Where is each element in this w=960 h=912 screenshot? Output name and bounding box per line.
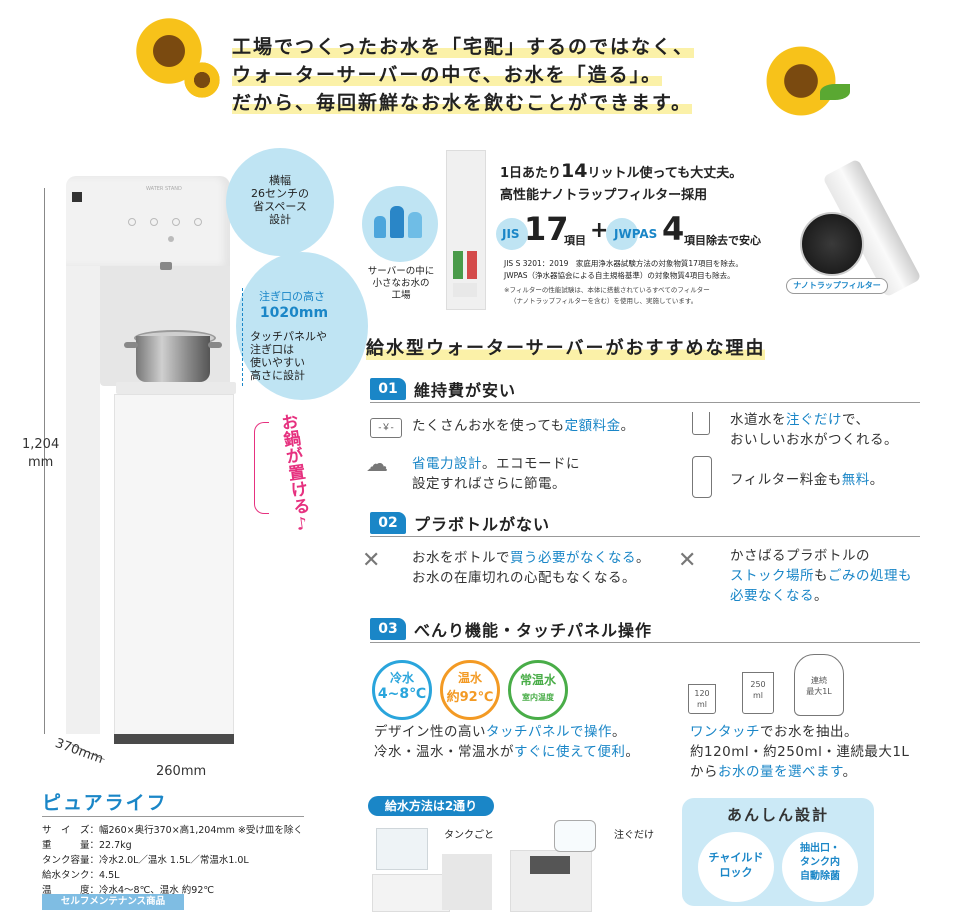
s2-no-storage: かさばるプラボトルのストック場所もごみの処理も必要なくなる。 [730,548,912,604]
section-number: 01 [370,378,406,400]
reasons-title: 給水型ウォーターサーバーがおすすめな理由 [366,334,766,360]
filter-note-3: ※フィルターの性能試験は、本体に搭載されているすべてのフィルター [504,286,710,294]
jis-unit: 項目 [564,234,586,247]
jis-label: JIS [502,227,520,241]
factory-caption: サーバーの中に 小さなお水の 工場 [367,266,435,301]
filter-note-1: JIS S 3201：2019 家庭用浄水器試験方法の対象物質17項目を除去。 [504,259,743,268]
spout-height-title: 注ぎ口の高さ [259,290,325,303]
section-02-header: 02 プラボトルがない [370,510,920,537]
spout-dashed-line [242,288,243,386]
child-lock-label: チャイルド ロック [708,851,764,879]
spec-size: サ イ ズ：幅260×奥行370×高1,204mm ※受け皿を除く [42,825,303,836]
no-bottles-icon: ✕ [678,548,697,573]
filter-line-1: 1日あたり14リットル使っても大丈夫。 [500,160,743,182]
jwpas-unit: 項目除去で安心 [684,234,761,247]
filter-note-2: JWPAS（浄水器協会による自主規格基準）の対象物質4項目も除去。 [504,271,735,280]
brand-mark [72,192,82,202]
filter-magnify-icon [800,212,864,276]
spout-bubble [236,252,368,400]
jwpas-num: 4 [662,210,685,248]
price-tag-icon: -￥- [370,418,402,438]
touch-panel [128,204,218,244]
pour-supply-image [510,820,620,912]
auto-sterilize-label: 抽出口・ タンク内 自動除菌 [800,843,840,882]
product-name-underline [42,816,304,817]
s1-power-saving: 省電力設計。エコモードに設定すればさらに節電。 [412,456,580,492]
plus-sign: + [590,218,609,243]
cold-water-chip: 冷水 4~8℃ [372,660,432,720]
space-bubble [226,148,334,256]
no-cart-icon: ✕ [362,548,381,573]
server-top-panel [66,176,230,266]
tank-supply-image [372,824,492,912]
product-name: ピュアライフ [42,792,168,814]
section-title: プラボトルがない [414,515,551,534]
panel-brand: WATER STAND [146,186,182,192]
pour-supply-label: 注ぐだけ [614,830,654,841]
cup-120-icon: 120 ml [688,684,716,714]
s1-filter-free: フィルター料金も無料。 [730,472,884,488]
leaf-icon [820,84,850,100]
section-title: べんり機能・タッチパネル操作 [414,621,653,640]
filter-line-2: 高性能ナノトラップフィルター採用 [500,188,708,203]
height-dimension-line [44,188,45,734]
pot-image [124,326,222,384]
drip-tray [116,382,236,394]
section-title: 維持費が安い [414,381,517,400]
header-line-2: ウォーターサーバーの中で、お水を「造る」。 [232,64,663,86]
auto-sterilize-chip [782,832,858,902]
width-label: 260mm [156,764,207,779]
spec-weight: 重 量：22.7kg [42,840,132,851]
s1-tap-water: 水道水を注ぐだけで、おいしいお水がつくれる。 [730,412,898,448]
server-cutaway-image [446,150,486,310]
jwpas-badge [606,218,638,250]
cup-250-icon: 250 ml [742,672,774,714]
spout [160,262,172,270]
section-03-header: 03 べんり機能・タッチパネル操作 [370,616,920,643]
server-foot [114,734,234,744]
tank-supply-label: タンクごと [444,830,494,841]
jis-num: 17 [524,210,569,248]
jis-badge [496,218,528,250]
cup-icon [692,412,710,435]
sunflower-right-icon [762,42,840,120]
water-server: WATER STAND [66,176,236,744]
spout-height-value: 1020mm [259,305,329,321]
s1-fixed-price: たくさんお水を使っても定額料金。 [412,418,635,434]
s3-touch-panel: デザイン性の高いタッチパネルで操作。冷水・温水・常温水がすぐに使えて便利。 [374,724,640,760]
room-water-chip: 常温水 室内温度 [508,660,568,720]
eco-power-icon: ☁ [366,452,388,477]
server-lower-body [114,394,234,738]
header-line-3: だから、毎回新鮮なお水を飲むことができます。 [232,92,693,114]
pot-bracket [254,422,269,514]
spec-tank: タンク容量：冷水2.0L／温水 1.5L／常温水1.0L [42,855,249,866]
s2-no-purchase: お水をボトルで買う必要がなくなる。お水の在庫切れの心配もなくなる。 [412,550,650,586]
space-bubble-text: 横幅 26センチの 省スペース 設計 [251,174,309,226]
spec-supply-tank: 給水タンク：4.5L [42,870,120,881]
safety-title: あんしん設計 [726,806,829,824]
factory-tanks-icon [374,202,426,242]
filter-note-4: （ナノトラップフィルターを含む）を使用し、実施しています。 [510,297,698,305]
section-01-header: 01 維持費が安い [370,376,920,403]
section-number: 02 [370,512,406,534]
pitcher-icon: 連続 最大1L [794,654,844,716]
spout-bubble-desc: タッチパネルや 注ぎ口は 使いやすい 高さに設計 [250,330,327,382]
height-label: 1,204 mm [22,437,60,470]
supply-methods-badge: 給水方法は2通り [368,796,494,816]
filter-bottle-icon [692,456,712,498]
spec-temperature: 温 度：冷水4〜8℃、温水 約92℃ [42,885,215,896]
sunflower-left-small-icon [182,60,222,100]
maintenance-badge: セルフメンテナンス商品 [42,894,184,910]
server-base [66,266,100,734]
filter-label: ナノトラップフィルター [786,278,888,294]
child-lock-chip [698,832,774,902]
header-line-1: 工場でつくったお水を「宅配」するのではなく、 [232,36,695,58]
jwpas-label: JWPAS [614,227,658,241]
section-number: 03 [370,618,406,640]
hot-water-chip: 温水 約92℃ [440,660,500,720]
